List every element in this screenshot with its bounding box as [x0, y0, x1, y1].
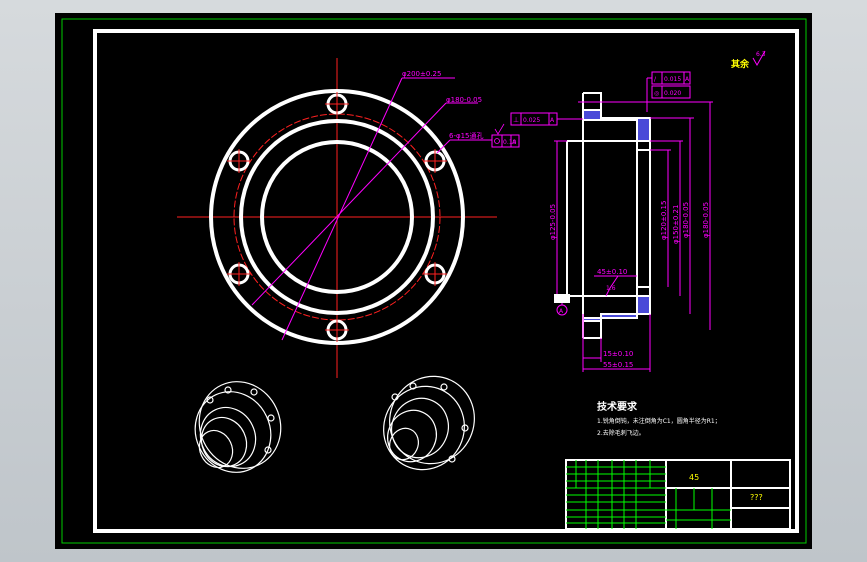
roughness-note-label: 其余 — [731, 58, 750, 70]
tech-requirements: 技术要求 1.锐角倒钝，未注倒角为C1，圆角半径为R1； 2.去除毛刺飞边。 — [597, 400, 721, 437]
isometric-view-right — [383, 375, 475, 471]
isometric-view-left — [194, 381, 282, 473]
gdt-value-1: 0.015 — [664, 76, 681, 83]
section-outline — [566, 92, 651, 339]
front-view-outline — [209, 89, 465, 345]
gdt-datum-1: A — [685, 76, 690, 83]
position-symbol-icon — [494, 138, 500, 144]
tech-requirements-title: 技术要求 — [597, 400, 638, 413]
dim-hole-callout: 6-φ15通孔 — [449, 131, 484, 140]
gdt-position-value: 0.10 — [503, 139, 517, 146]
gdt-position-datum: A — [512, 139, 517, 146]
datum-label: A — [559, 308, 564, 315]
section-dimensions — [510, 71, 713, 372]
front-view-dimensions — [251, 77, 520, 341]
gdt-icon-1: / — [654, 76, 657, 83]
gdt-icon-2: ◎ — [654, 90, 659, 97]
dim-inner-2: φ150±0.21 — [672, 205, 680, 244]
title-block-grid — [566, 460, 731, 529]
roughness-note-icon — [752, 50, 766, 67]
title-block: 45 ??? — [565, 459, 791, 530]
front-view: φ200±0.25 φ180-0.05 6-φ15通孔 0.10 A — [177, 58, 520, 378]
roughness-note: 其余 6.3 — [731, 50, 766, 70]
bolt-hole-centerlines — [227, 92, 447, 342]
dim-inner-1: φ120±0.15 — [660, 201, 668, 240]
roughness-note-value: 6.3 — [756, 51, 766, 58]
gdt-value-2: 0.020 — [664, 90, 681, 97]
cad-drawing: φ200±0.25 φ180-0.05 6-φ15通孔 0.10 A 其余 6.… — [61, 18, 807, 544]
datum-feature-box — [554, 294, 570, 303]
title-block-name: ??? — [750, 493, 763, 502]
dim-bottom-1: 15±0.10 — [603, 350, 633, 358]
outer-frame — [61, 18, 807, 544]
dim-outer-1: φ180-0.05 — [682, 202, 690, 238]
tech-requirements-line-2: 2.去除毛刺飞边。 — [597, 429, 645, 437]
gdt-value-left: 0.025 — [523, 117, 540, 124]
perpendicularity-icon: ⊥ — [513, 116, 519, 124]
drawing-viewport[interactable]: φ200±0.25 φ180-0.05 6-φ15通孔 0.10 A 其余 6.… — [55, 13, 812, 549]
gdt-datum-left: A — [550, 117, 555, 124]
tech-requirements-line-1: 1.锐角倒钝，未注倒角为C1，圆角半径为R1； — [597, 417, 721, 425]
section-roughness: 1.6 — [606, 285, 616, 292]
sheet-border — [93, 29, 799, 533]
dim-bottom-2: 55±0.15 — [603, 361, 633, 369]
dim-outer-diameter: φ200±0.25 — [402, 70, 441, 78]
section-view: / 0.015 A ◎ 0.020 ⊥ 0.025 A φ125-0.05 φ1… — [510, 71, 713, 372]
dim-step: 45±0.10 — [597, 268, 627, 276]
dim-left-bore: φ125-0.05 — [549, 204, 557, 240]
title-block-material: 45 — [689, 473, 699, 482]
roughness-symbol-icon — [494, 123, 505, 135]
dim-outer-2: φ180-0.05 — [702, 202, 710, 238]
dim-pcd: φ180-0.05 — [446, 96, 482, 104]
